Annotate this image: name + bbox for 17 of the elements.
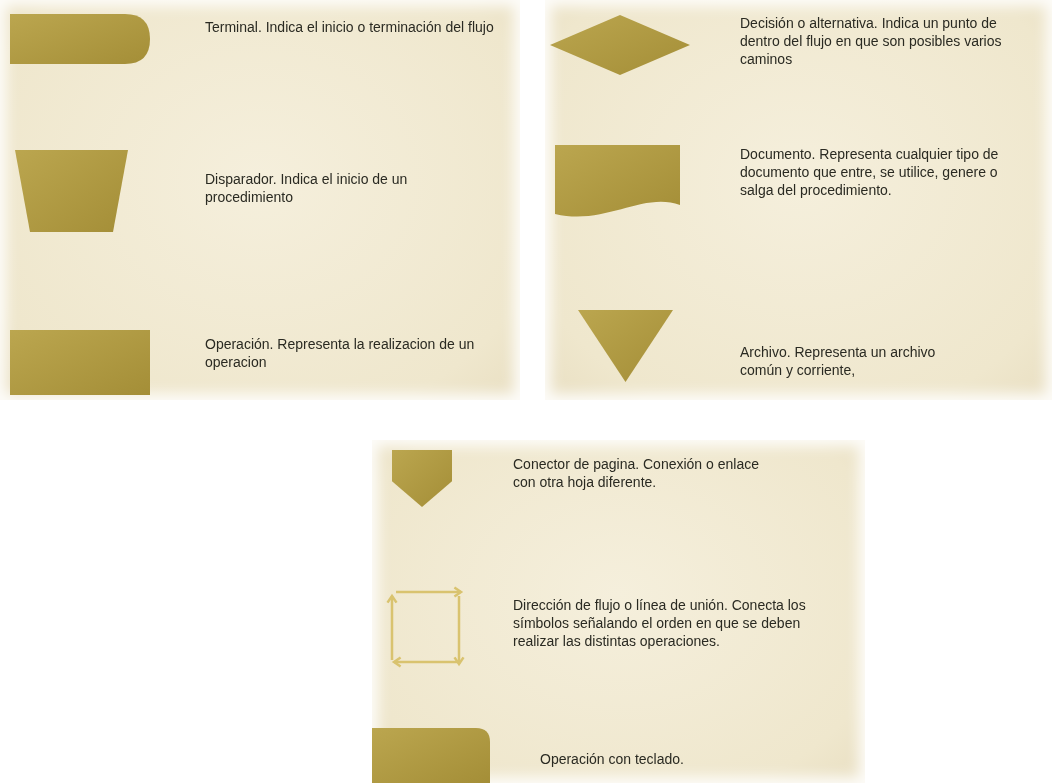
symbol-description: Conector de pagina. Conexión o enlace con otra hoja diferente. (513, 455, 760, 491)
process-symbol (10, 330, 150, 395)
decision-diamond (550, 15, 690, 75)
symbol-description: Disparador. Indica el inicio de un procedimiento (205, 170, 409, 206)
trapezoid-symbol (15, 150, 128, 232)
flow-arrows-icon (388, 588, 465, 668)
triangle-symbol (578, 310, 673, 382)
symbol-description: Terminal. Indica el inicio o terminación del flujo (205, 18, 495, 36)
symbol-description: Operación. Representa la realizacion de un operacion (205, 335, 476, 371)
symbol-description: Operación con teclado. (540, 750, 685, 768)
keyboard-operation-symbol (372, 728, 490, 783)
terminal-symbol (10, 14, 150, 64)
symbol-description: Dirección de flujo o línea de unión. Conecta los símbolos señalando el orden en que se deben realizar las distintas operaciones. (513, 596, 807, 650)
symbol-description: Archivo. Representa un archivo común y corriente, (740, 343, 937, 379)
symbol-description: Decisión o alternativa. Indica un punto de dentro del flujo en que son posibles varios caminos (740, 14, 1002, 68)
symbol-description: Documento. Representa cualquier tipo de documento que entre, se utilice, genere o salga del procedimiento. (740, 145, 1000, 199)
connector-symbol (392, 450, 452, 507)
